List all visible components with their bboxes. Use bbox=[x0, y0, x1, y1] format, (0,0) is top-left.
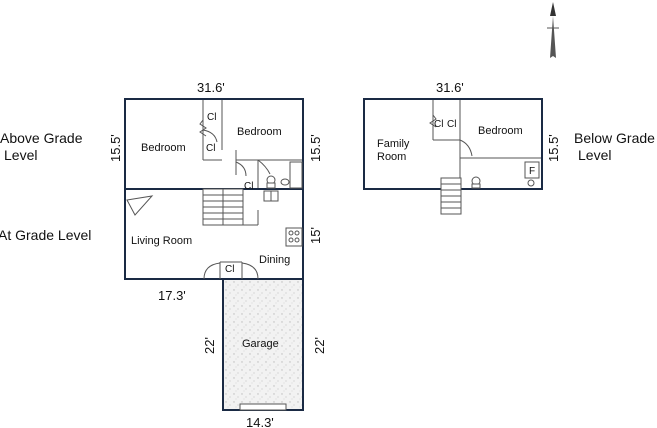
furnace-label: F bbox=[529, 166, 535, 177]
dim-below-right: 15.5' bbox=[546, 134, 561, 162]
bathroom-fixtures bbox=[266, 175, 290, 189]
room-family-1: Family bbox=[377, 138, 410, 150]
closet-upper-b: Cl bbox=[206, 143, 215, 154]
room-bedroom-upper-left: Bedroom bbox=[141, 142, 186, 154]
above-grade-label-2: Level bbox=[4, 147, 37, 163]
closet-upper-a: Cl bbox=[207, 112, 216, 123]
at-grade-label: At Grade Level bbox=[0, 227, 91, 243]
below-fixtures bbox=[471, 176, 535, 189]
closet-upper-c: Cl bbox=[244, 181, 253, 192]
dim-upper-left: 15.5' bbox=[108, 134, 123, 162]
room-bedroom-below: Bedroom bbox=[478, 125, 523, 137]
closet-below-a: Cl bbox=[434, 119, 443, 130]
garage-outline bbox=[222, 278, 304, 411]
dim-garage-left: 22' bbox=[202, 337, 217, 354]
north-arrow-icon bbox=[547, 2, 559, 58]
dim-below-top: 31.6' bbox=[436, 80, 464, 95]
room-living: Living Room bbox=[131, 235, 192, 247]
above-grade-label: Above Grade bbox=[0, 130, 83, 146]
room-garage: Garage bbox=[242, 338, 279, 350]
main-stairs bbox=[202, 188, 244, 226]
dim-garage-width: 14.3' bbox=[246, 415, 274, 428]
dim-lower-width: 17.3' bbox=[158, 288, 186, 303]
dim-lower-right: 15' bbox=[308, 227, 323, 244]
dim-main-top: 31.6' bbox=[197, 80, 225, 95]
dim-garage-right: 22' bbox=[312, 337, 327, 354]
room-dining: Dining bbox=[259, 254, 290, 266]
below-grade-label: Below Grade bbox=[574, 130, 655, 146]
garage-door bbox=[239, 403, 287, 411]
closet-lower-a: Cl bbox=[225, 264, 234, 275]
below-stairs bbox=[440, 177, 462, 215]
room-bedroom-upper-right: Bedroom bbox=[237, 126, 282, 138]
dim-upper-right: 15.5' bbox=[308, 134, 323, 162]
room-family-2: Room bbox=[377, 151, 406, 163]
below-grade-label-2: Level bbox=[578, 147, 611, 163]
closet-below-b: Cl bbox=[447, 119, 456, 130]
